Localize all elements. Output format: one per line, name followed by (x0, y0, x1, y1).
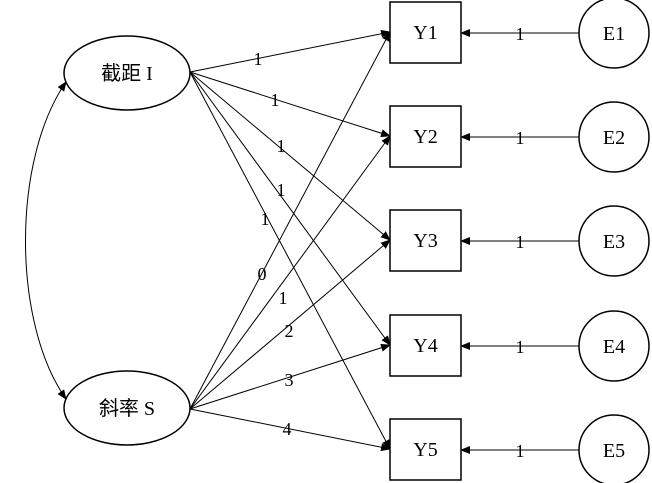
intercept-loading-label-y3: 1 (277, 136, 286, 156)
slope-to-y2-arrow (189, 135, 391, 410)
observed-y1: Y1 (389, 1, 462, 64)
error-e5-label: E5 (603, 440, 625, 462)
error-e4-label: E4 (603, 336, 625, 358)
error-e3-label: E3 (603, 231, 625, 253)
slope-factor-label: 斜率 S (99, 397, 155, 420)
slope-to-y4-arrow (189, 343, 391, 410)
error-loading-label-y3: 1 (516, 232, 525, 252)
intercept-loading-label-y1: 1 (254, 49, 263, 69)
path-arrows (25, 29, 579, 454)
observed-y2: Y2 (389, 105, 462, 168)
error-loading-label-y1: 1 (516, 24, 525, 44)
observed-y4: Y4 (389, 314, 462, 377)
intercept-to-y5-arrow (189, 71, 391, 450)
slope-factor: 斜率 S (63, 370, 191, 446)
error-loading-label-y2: 1 (516, 128, 525, 148)
slope-to-y1-arrow (189, 31, 391, 410)
slope-to-y3-arrow (189, 239, 391, 410)
factor-covariance-arrow (25, 81, 67, 400)
intercept-to-y2-arrow (189, 71, 391, 138)
error-e5: E5 (578, 414, 650, 483)
observed-y5-label: Y5 (413, 439, 437, 461)
error-e3: E3 (578, 205, 650, 277)
intercept-to-y3-arrow (189, 71, 391, 241)
intercept-loading-label-y5: 1 (261, 209, 270, 229)
observed-y2-label: Y2 (413, 126, 437, 148)
error-e2-label: E2 (603, 127, 625, 149)
error-e1: E1 (578, 0, 650, 69)
intercept-to-y4-arrow (189, 71, 391, 346)
slope-to-y5-arrow (189, 408, 391, 452)
observed-y3-label: Y3 (413, 230, 437, 252)
error-e2: E2 (578, 101, 650, 173)
slope-loading-label-y1: 0 (258, 264, 267, 284)
error-loading-label-y5: 1 (516, 441, 525, 461)
intercept-factor-label: 截距 I (101, 62, 153, 85)
intercept-to-y1-arrow (189, 29, 391, 73)
observed-y4-label: Y4 (413, 335, 437, 357)
slope-loading-label-y2: 1 (279, 288, 288, 308)
intercept-factor: 截距 I (63, 35, 191, 111)
error-e4: E4 (578, 310, 650, 382)
observed-y3: Y3 (389, 209, 462, 272)
observed-y1-label: Y1 (413, 22, 437, 44)
error-e1-label: E1 (603, 23, 625, 45)
observed-y5: Y5 (389, 418, 462, 481)
slope-loading-label-y3: 2 (285, 321, 294, 341)
intercept-loading-label-y2: 1 (271, 90, 280, 110)
error-loading-label-y4: 1 (516, 337, 525, 357)
slope-loading-label-y5: 4 (283, 419, 292, 439)
intercept-loading-label-y4: 1 (277, 180, 286, 200)
slope-loading-label-y4: 3 (285, 370, 294, 390)
